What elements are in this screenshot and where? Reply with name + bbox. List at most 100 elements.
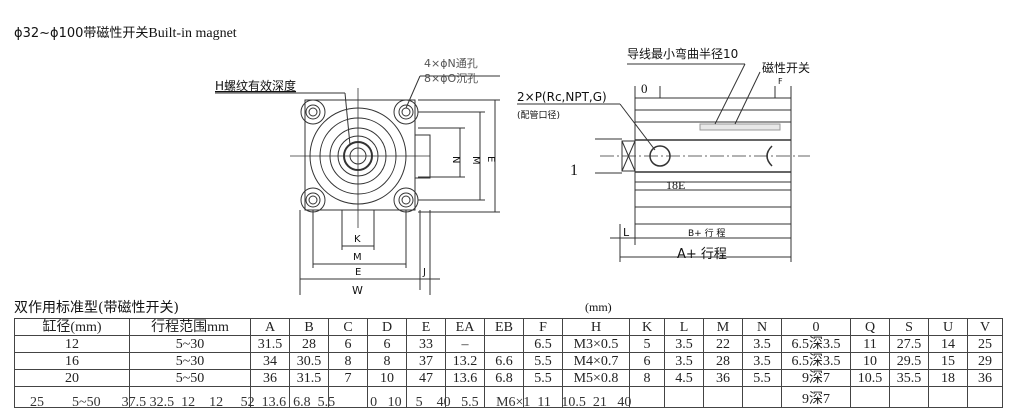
table-cell: 10.5 bbox=[850, 369, 890, 387]
table-cell: 10 bbox=[367, 369, 407, 387]
table-cell: 4.5 bbox=[664, 369, 704, 387]
dim-label-m-vertical: M bbox=[470, 156, 481, 165]
col-header: EB bbox=[484, 318, 524, 336]
table-header-row: 缸径(mm) 行程范围mm A B C D E EA EB F H K L M … bbox=[14, 318, 1003, 336]
table-cell: 7 bbox=[328, 369, 368, 387]
table-cell: 6.8 bbox=[484, 369, 524, 387]
dim-label-o: 0 bbox=[641, 81, 648, 96]
table-cell: 37 bbox=[406, 352, 446, 370]
table-cell: 31.5 bbox=[289, 369, 329, 387]
magnetic-switch-label: 磁性开关 bbox=[762, 60, 810, 75]
col-header: S bbox=[889, 318, 929, 336]
table-cell bbox=[850, 386, 890, 408]
front-view bbox=[215, 75, 500, 295]
table-cell bbox=[703, 386, 743, 408]
table-cell: 3.5 bbox=[742, 352, 782, 370]
table-cell: 15 bbox=[928, 352, 968, 370]
port-sub-label: (配管口径) bbox=[517, 109, 560, 121]
table-cell: 14 bbox=[928, 335, 968, 353]
dim-label-n: N bbox=[450, 156, 461, 163]
table-cell bbox=[742, 386, 782, 408]
hole-label-counterbore: 8×ϕO沉孔 bbox=[424, 72, 478, 85]
table-cell: 9深7 bbox=[781, 386, 851, 408]
table-cell: 16 bbox=[14, 352, 130, 370]
table-cell: 27.5 bbox=[889, 335, 929, 353]
table-cell: 8 bbox=[629, 369, 665, 387]
front-body-outline bbox=[304, 99, 416, 211]
col-header: 行程范围mm bbox=[129, 318, 251, 336]
col-header: Q bbox=[850, 318, 890, 336]
table-cell: 25 bbox=[967, 335, 1003, 353]
table-cell: 3.5 bbox=[664, 335, 704, 353]
table-cell: 6 bbox=[328, 335, 368, 353]
table-cell: 6 bbox=[367, 335, 407, 353]
table-cell bbox=[928, 386, 968, 408]
table-cell: 5 bbox=[629, 335, 665, 353]
table-cell: M4×0.7 bbox=[562, 352, 630, 370]
table-cell: 31.5 bbox=[250, 335, 290, 353]
col-header: D bbox=[367, 318, 407, 336]
table-cell: 8 bbox=[367, 352, 407, 370]
page-title: ϕ32~ϕ100带磁性开关Built-in magnet bbox=[14, 22, 237, 42]
table-cell: 3.5 bbox=[664, 352, 704, 370]
table-cell bbox=[629, 386, 665, 408]
table-cell: 6.5 bbox=[523, 335, 563, 353]
dim-label-1: 1 bbox=[570, 162, 578, 179]
table-cell: 5~30 bbox=[129, 335, 251, 353]
table-cell: 29.5 bbox=[889, 352, 929, 370]
col-header: E bbox=[406, 318, 446, 336]
col-header: U bbox=[928, 318, 968, 336]
col-header: K bbox=[629, 318, 665, 336]
table-cell: – bbox=[445, 335, 485, 353]
table-cell: 11 bbox=[850, 335, 890, 353]
table-cell: 36 bbox=[703, 369, 743, 387]
table-cell: 6.6 bbox=[484, 352, 524, 370]
title-cn: ϕ32~ϕ100带磁性开关 bbox=[14, 26, 149, 41]
table-cell: M5×0.8 bbox=[562, 369, 630, 387]
table-cell: M3×0.5 bbox=[562, 335, 630, 353]
dim-label-k: K bbox=[354, 234, 361, 245]
table-cell bbox=[967, 386, 1003, 408]
hole-label-through: 4×ϕN通孔 bbox=[424, 57, 478, 70]
dim-label-l: L bbox=[623, 226, 630, 239]
col-header: N bbox=[742, 318, 782, 336]
table-cell: 30.5 bbox=[289, 352, 329, 370]
dim-label-m: M bbox=[353, 252, 362, 263]
col-header: M bbox=[703, 318, 743, 336]
col-header: C bbox=[328, 318, 368, 336]
col-header: F bbox=[523, 318, 563, 336]
bend-radius-label: 导线最小弯曲半径10 bbox=[627, 46, 738, 61]
table-cell: 5.5 bbox=[742, 369, 782, 387]
col-header: H bbox=[562, 318, 630, 336]
table-cell: 3.5 bbox=[742, 335, 782, 353]
table-cell: 28 bbox=[703, 352, 743, 370]
thread-depth-label: H螺纹有效深度 bbox=[215, 78, 296, 93]
table-cell: 35.5 bbox=[889, 369, 929, 387]
table-cell: 13.2 bbox=[445, 352, 485, 370]
section-title: 双作用标准型(带磁性开关) bbox=[14, 300, 179, 316]
table-cell: 8 bbox=[328, 352, 368, 370]
table-cell: 36 bbox=[250, 369, 290, 387]
table-cell: 9深7 bbox=[781, 369, 851, 387]
table-cell: 5~50 bbox=[129, 369, 251, 387]
dim-label-e-vertical: E bbox=[485, 156, 496, 162]
table-cell: 12 bbox=[14, 335, 130, 353]
col-header: A bbox=[250, 318, 290, 336]
table-cell bbox=[664, 386, 704, 408]
col-header: L bbox=[664, 318, 704, 336]
table-cell: 10 bbox=[850, 352, 890, 370]
table-cell: 13.6 bbox=[445, 369, 485, 387]
table-cell: 22 bbox=[703, 335, 743, 353]
table-cell: 33 bbox=[406, 335, 446, 353]
table-cell: 5.5 bbox=[523, 352, 563, 370]
table-cell bbox=[889, 386, 929, 408]
unit-label: (mm) bbox=[585, 300, 612, 314]
table-cell: 20 bbox=[14, 369, 130, 387]
table-cell: 5.5 bbox=[523, 369, 563, 387]
dim-label-f: F bbox=[778, 77, 783, 86]
table-cell: 29 bbox=[967, 352, 1003, 370]
table-cell: 34 bbox=[250, 352, 290, 370]
